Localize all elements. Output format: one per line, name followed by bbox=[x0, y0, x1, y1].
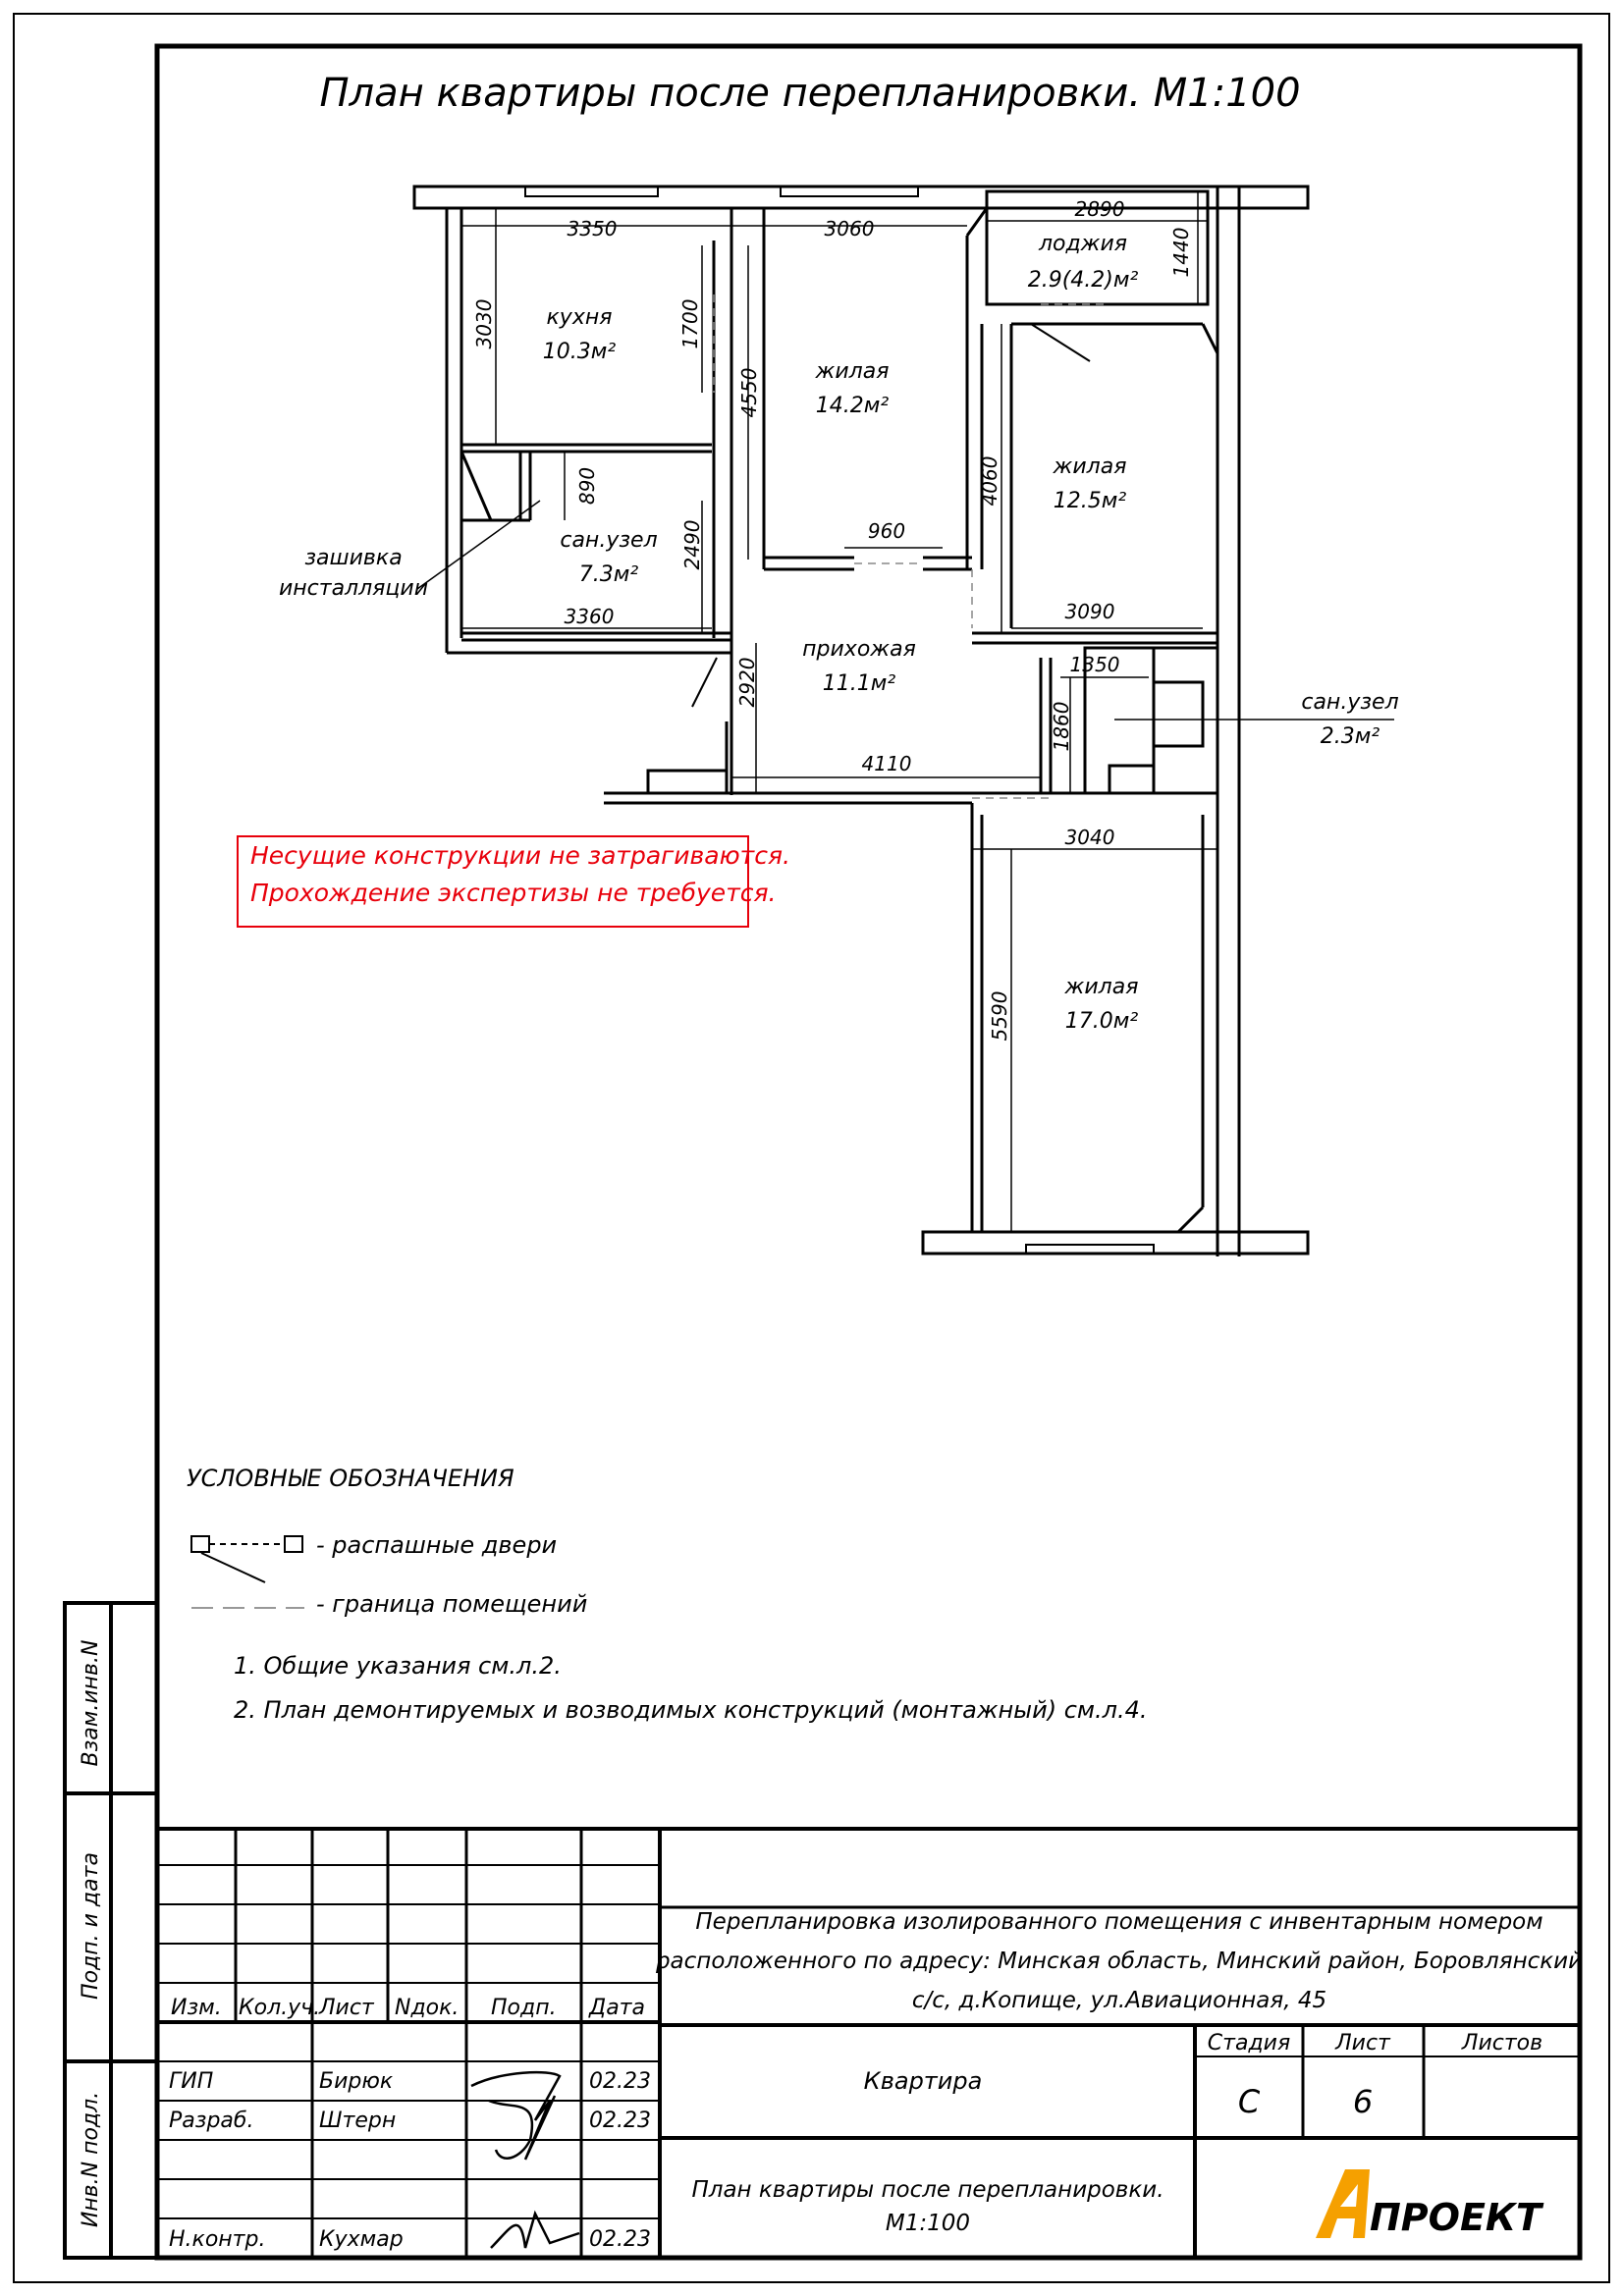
side-stamp-label: Подп. и дата bbox=[79, 1852, 103, 2000]
dimension-value: 3060 bbox=[825, 217, 875, 240]
room-name: сан.узел bbox=[1301, 690, 1398, 715]
dimension-value: 890 bbox=[575, 467, 599, 505]
room-area: 12.5м² bbox=[1054, 489, 1127, 513]
room-area: 7.3м² bbox=[579, 562, 639, 587]
dimension-value: 4550 bbox=[737, 368, 761, 418]
dimension-value: 2920 bbox=[735, 658, 759, 708]
notice-box bbox=[237, 835, 749, 928]
stage-label: Стадия bbox=[1208, 2031, 1290, 2056]
door-symbol bbox=[190, 1535, 303, 1583]
tb-header: Подп. bbox=[491, 1996, 557, 2020]
tb-date: 02.23 bbox=[589, 2109, 651, 2133]
dimension-lines bbox=[416, 191, 1394, 1232]
tb-name: Бирюк bbox=[319, 2069, 394, 2094]
dimension-value: 3360 bbox=[565, 605, 615, 628]
room-labels: кухня 10.3м² жилая 14.2м² лоджия 2.9(4.2… bbox=[279, 232, 1399, 1034]
dimension-value: 2890 bbox=[1075, 197, 1125, 221]
inner-frame bbox=[154, 43, 1583, 2261]
legend-title: УСЛОВНЫЕ ОБОЗНАЧЕНИЯ bbox=[187, 1465, 514, 1492]
side-stamp-label: Взам.инв.N bbox=[79, 1640, 103, 1767]
room-area: 14.2м² bbox=[816, 394, 890, 418]
dimension-value: 5590 bbox=[988, 991, 1011, 1041]
dimension-values: 3350 3060 2890 3040 4110 1350 3360 3090 … bbox=[472, 197, 1193, 1041]
installation-callout: инсталляции bbox=[279, 576, 428, 601]
room-boundaries bbox=[713, 294, 1105, 799]
dimension-value: 1700 bbox=[678, 299, 702, 349]
tb-name: Штерн bbox=[319, 2109, 396, 2133]
tb-date: 02.23 bbox=[589, 2069, 651, 2094]
dimension-value: 4060 bbox=[978, 456, 1001, 507]
sheets-label: Листов bbox=[1461, 2031, 1542, 2056]
room-area: 17.0м² bbox=[1065, 1009, 1139, 1034]
legend-door: - распашные двери bbox=[316, 1531, 557, 1559]
dimension-value: 3030 bbox=[472, 299, 496, 349]
tb-header: Лист bbox=[318, 1996, 375, 2020]
dimension-value: 1860 bbox=[1050, 702, 1073, 752]
signature bbox=[470, 2070, 580, 2249]
dimension-value: 960 bbox=[868, 519, 905, 543]
tb-role: ГИП bbox=[169, 2069, 213, 2094]
notice-line: Прохождение экспертизы не требуется. bbox=[250, 879, 777, 907]
side-stamp-label: Инв.N подл. bbox=[79, 2092, 103, 2227]
room-area: 2.3м² bbox=[1321, 724, 1380, 749]
room-name: жилая bbox=[1064, 975, 1139, 999]
room-area: 11.1м² bbox=[823, 671, 896, 696]
stage-value: С bbox=[1238, 2083, 1261, 2120]
tb-role: Разраб. bbox=[169, 2109, 253, 2133]
legend-boundary: - граница помещений bbox=[316, 1590, 587, 1618]
room-name: сан.узел bbox=[560, 528, 657, 553]
project-line: Перепланировка изолированного помещения … bbox=[695, 1909, 1542, 1935]
tb-header: Nдок. bbox=[395, 1996, 459, 2020]
side-stamp bbox=[63, 1601, 159, 2260]
page-title: План квартиры после перепланировки. М1:1… bbox=[319, 71, 1300, 116]
installation-callout: зашивка bbox=[304, 546, 402, 570]
room-area: 10.3м² bbox=[543, 340, 617, 364]
room-area: 2.9(4.2)м² bbox=[1028, 268, 1139, 293]
sheet-label: Лист bbox=[1334, 2031, 1391, 2056]
tb-name: Кухмар bbox=[319, 2227, 404, 2252]
project-line: расположенного по адресу: Минская област… bbox=[655, 1949, 1583, 1974]
tb-header: Изм. bbox=[171, 1996, 222, 2020]
note-line: 2. План демонтируемых и возводимых конст… bbox=[234, 1696, 1148, 1724]
dimension-value: 3040 bbox=[1065, 826, 1115, 849]
dimension-value: 1440 bbox=[1169, 228, 1193, 278]
tb-header: Кол.уч. bbox=[239, 1996, 320, 2020]
sheet-value: 6 bbox=[1353, 2083, 1373, 2120]
room-name: лоджия bbox=[1038, 232, 1127, 256]
room-name: жилая bbox=[1053, 454, 1127, 479]
logo-text: ПРОЕКТ bbox=[1370, 2196, 1544, 2239]
tb-date: 02.23 bbox=[589, 2227, 651, 2252]
notice-line: Несущие конструкции не затрагиваются. bbox=[250, 841, 790, 870]
title-block bbox=[157, 1827, 1580, 2258]
outer-frame bbox=[13, 13, 1610, 2283]
note-line: 1. Общие указания см.л.2. bbox=[234, 1652, 562, 1680]
tb-role: Н.контр. bbox=[169, 2227, 265, 2252]
dimension-value: 3350 bbox=[568, 217, 618, 240]
sheet-title: План квартиры после перепланировки. bbox=[691, 2177, 1163, 2203]
company-logo: ПРОЕКТ bbox=[1316, 2169, 1544, 2239]
dimension-value: 4110 bbox=[862, 752, 912, 775]
room-name: прихожая bbox=[802, 637, 916, 662]
object-name: Квартира bbox=[864, 2067, 983, 2095]
dimension-value: 1350 bbox=[1070, 653, 1120, 676]
room-name: жилая bbox=[815, 359, 890, 384]
dimension-value: 3090 bbox=[1065, 600, 1115, 623]
dimension-value: 2490 bbox=[680, 520, 704, 570]
room-name: кухня bbox=[547, 305, 613, 330]
project-line: с/с, д.Копище, ул.Авиационная, 45 bbox=[912, 1988, 1326, 2013]
sheet-title: М1:100 bbox=[886, 2211, 970, 2236]
tb-header: Дата bbox=[588, 1996, 645, 2020]
